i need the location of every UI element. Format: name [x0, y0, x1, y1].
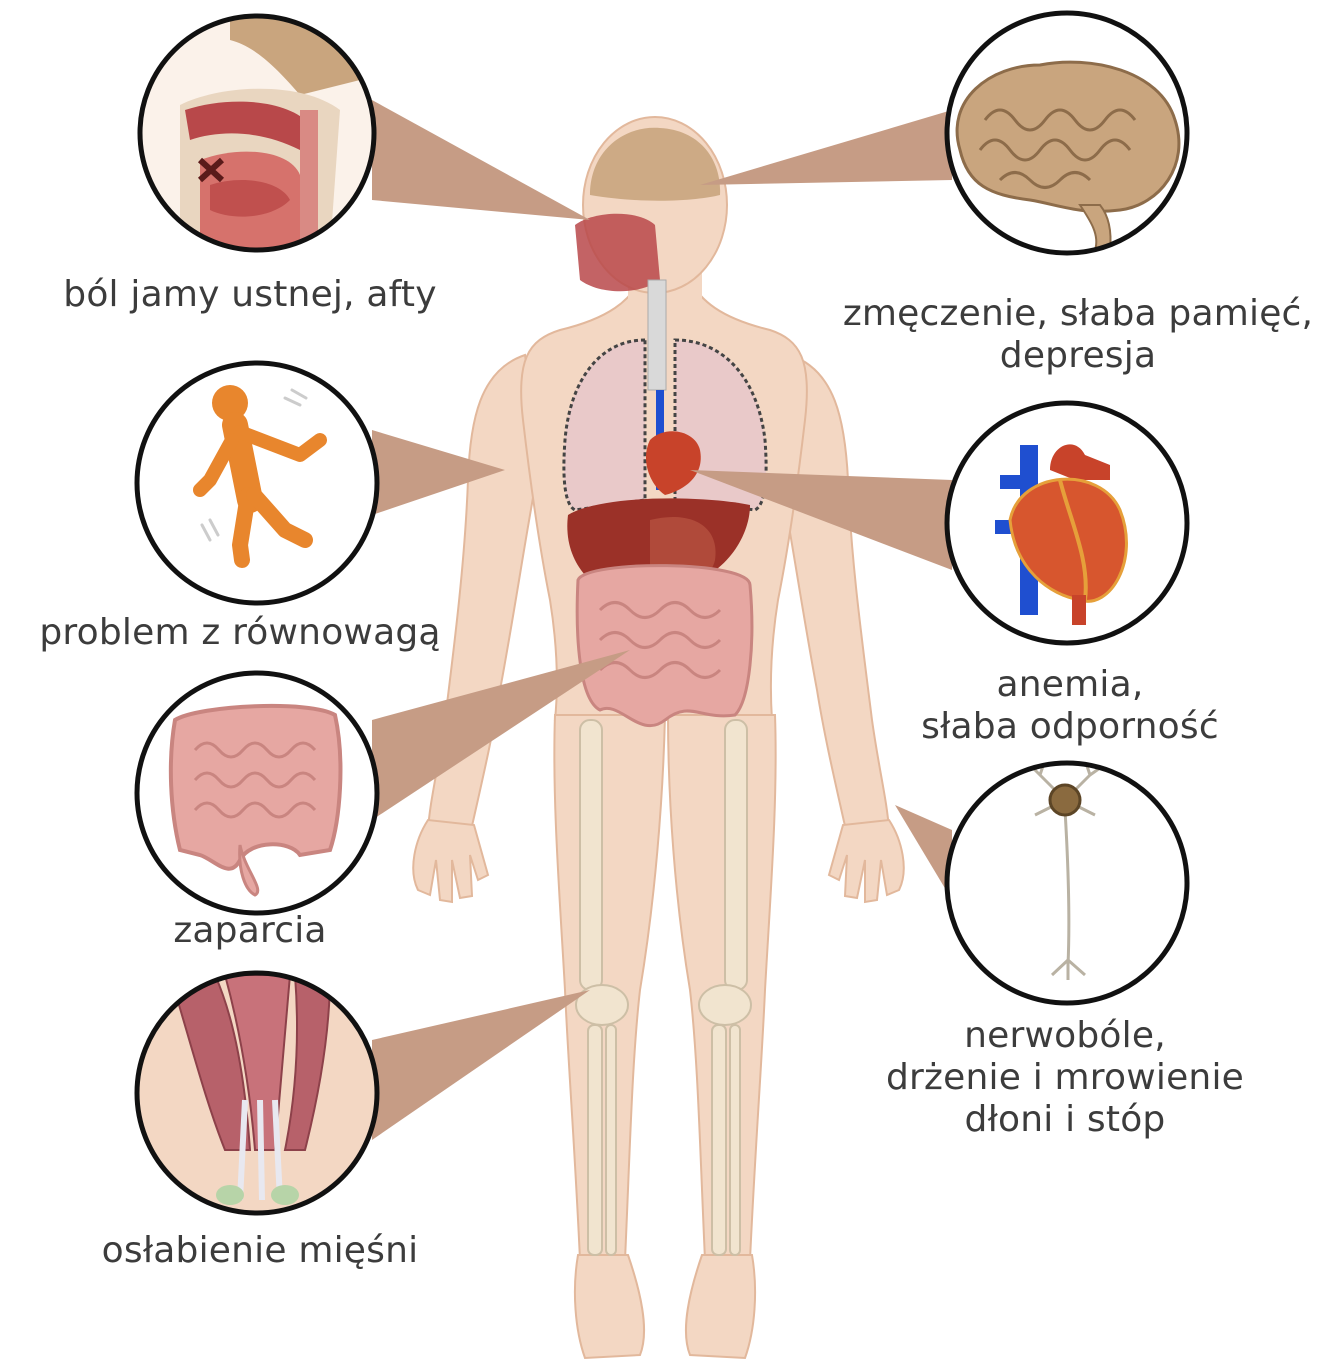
- label-mouth: ból jamy ustnej, afty: [50, 274, 450, 316]
- right-foot: [686, 1255, 755, 1358]
- label-nerve: nerwobóle, drżenie i mrowienie dłoni i s…: [860, 1015, 1270, 1141]
- label-heart-line-2: słaba odporność: [890, 706, 1250, 748]
- heart-icon: [947, 403, 1187, 643]
- intestines: [577, 566, 752, 726]
- brain-icon: [947, 13, 1187, 253]
- intestine-icon: [137, 673, 377, 913]
- head-oral-cavity: [575, 214, 660, 292]
- mouth-cross-section-icon: [140, 8, 374, 250]
- leg-muscle-icon: [137, 973, 377, 1213]
- label-intestine-line-1: zaparcia: [140, 910, 360, 952]
- label-heart: anemia, słaba odporność: [890, 664, 1250, 748]
- label-nerve-line-3: dłoni i stóp: [860, 1099, 1270, 1141]
- label-mouth-line-1: ból jamy ustnej, afty: [50, 274, 450, 316]
- pointer-mouth: [372, 100, 590, 220]
- label-balance-line-1: problem z równowagą: [10, 612, 470, 654]
- label-muscle: osłabienie mięśni: [70, 1230, 450, 1272]
- label-brain-line-2: depresja: [833, 335, 1323, 377]
- pointer-muscle: [372, 990, 590, 1140]
- label-brain-line-1: zmęczenie, słaba pamięć,: [833, 293, 1323, 335]
- label-intestine: zaparcia: [140, 910, 360, 952]
- left-foot: [575, 1255, 644, 1358]
- pointer-nerve: [895, 805, 952, 900]
- label-balance: problem z równowagą: [10, 612, 470, 654]
- leg-bones: [576, 720, 751, 1255]
- label-brain: zmęczenie, słaba pamięć, depresja: [833, 293, 1323, 377]
- trachea: [648, 280, 666, 390]
- left-hand: [413, 820, 488, 902]
- neuron-icon: [947, 760, 1187, 1003]
- pointer-brain: [700, 110, 952, 185]
- label-nerve-line-1: nerwobóle,: [860, 1015, 1270, 1057]
- label-heart-line-1: anemia,: [890, 664, 1250, 706]
- right-hand: [829, 820, 904, 902]
- label-muscle-line-1: osłabienie mięśni: [70, 1230, 450, 1272]
- label-nerve-line-2: drżenie i mrowienie: [860, 1057, 1270, 1099]
- falling-person-icon: [137, 363, 377, 603]
